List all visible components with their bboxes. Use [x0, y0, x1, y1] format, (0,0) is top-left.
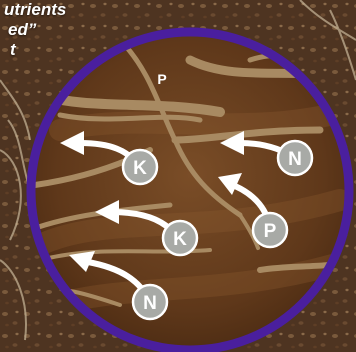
- badge-n-2: N: [133, 285, 167, 319]
- badge-k-2: K: [163, 221, 197, 255]
- badge-k-1-label: K: [133, 158, 147, 179]
- badge-k-2-label: K: [173, 229, 187, 250]
- badge-n-2-label: N: [143, 293, 157, 314]
- badge-n-1: N: [278, 141, 312, 175]
- badge-p-1: P: [253, 213, 287, 247]
- badge-k-1: K: [123, 150, 157, 184]
- caption-line-1: utrients: [4, 0, 110, 20]
- badge-n-1-label: N: [288, 149, 302, 170]
- caption: utrients ed” t: [0, 0, 110, 60]
- badge-p-1-label: P: [264, 221, 277, 242]
- top-p-label: P: [157, 71, 166, 87]
- caption-line-3: t: [10, 40, 110, 60]
- caption-line-2: ed”: [8, 20, 110, 40]
